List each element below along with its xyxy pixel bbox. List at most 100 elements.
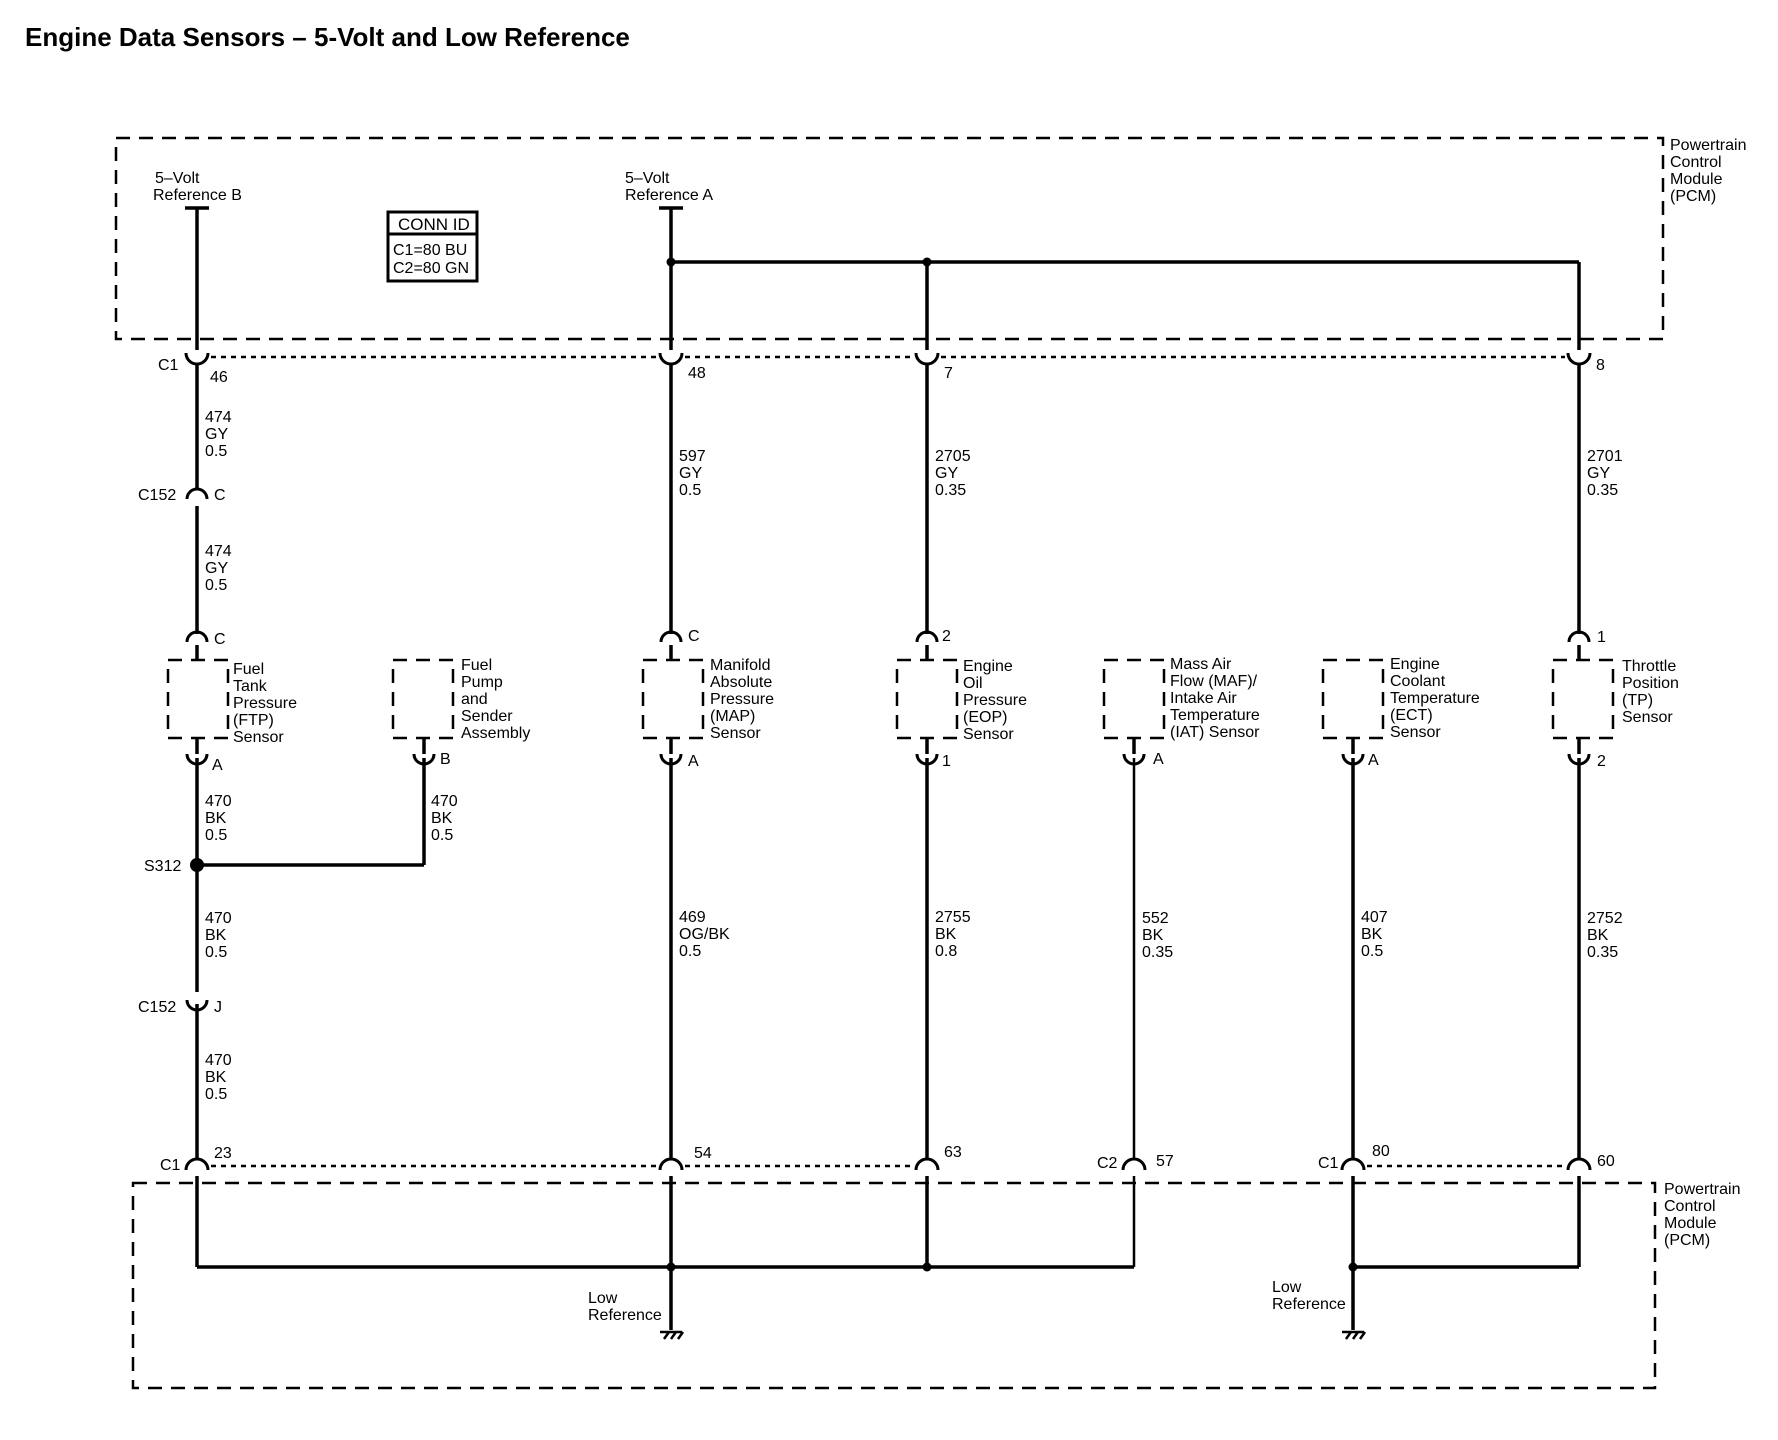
svg-text:0.5: 0.5: [679, 943, 701, 960]
low-reference-bus-left: [195, 1176, 1136, 1330]
bottom-connector-pins: [184, 1157, 1592, 1171]
svg-text:Pump: Pump: [461, 674, 503, 691]
tp-sensor-box: [1551, 658, 1615, 740]
svg-text:Powertrain: Powertrain: [1670, 137, 1746, 154]
svg-text:Engine: Engine: [963, 658, 1013, 675]
svg-text:GY: GY: [935, 465, 958, 482]
svg-text:0.5: 0.5: [205, 1086, 227, 1103]
svg-text:Pressure: Pressure: [710, 691, 774, 708]
ftp-low-spec: 470 BK 0.5: [205, 793, 232, 844]
s312-label: S312: [144, 858, 181, 875]
svg-text:0.35: 0.35: [935, 482, 966, 499]
ref-a-label: 5–Volt Reference A: [625, 170, 713, 204]
svg-text:Temperature: Temperature: [1170, 707, 1260, 724]
svg-text:5–Volt: 5–Volt: [155, 170, 200, 187]
svg-text:CONN ID: CONN ID: [398, 215, 470, 234]
bottom-pin-tp: 60: [1597, 1153, 1615, 1170]
c152-upper-label: C152: [138, 487, 176, 504]
svg-text:Absolute: Absolute: [710, 674, 772, 691]
svg-text:BK: BK: [205, 927, 227, 944]
svg-text:BK: BK: [205, 810, 227, 827]
eop-ref-spec: 2705 GY 0.35: [935, 448, 971, 499]
bottom-pin-ftp: 23: [214, 1145, 232, 1162]
svg-text:GY: GY: [205, 560, 228, 577]
svg-text:0.5: 0.5: [205, 827, 227, 844]
ground-right-symbol: [1342, 1330, 1367, 1340]
low-reference-bus-right: [1348, 1176, 1581, 1330]
svg-text:0.8: 0.8: [935, 943, 957, 960]
ect-low-spec: 407 BK 0.5: [1361, 909, 1388, 960]
tp-low-spec: 2752 BK 0.35: [1587, 910, 1623, 961]
svg-text:Coolant: Coolant: [1390, 673, 1446, 690]
map-top-pin: C: [688, 628, 700, 645]
map-sensor-label: Manifold Absolute Pressure (MAP) Sensor: [710, 657, 774, 742]
svg-text:470: 470: [431, 793, 458, 810]
svg-text:(TP): (TP): [1622, 692, 1653, 709]
svg-text:Manifold: Manifold: [710, 657, 770, 674]
c152-upper-connector: [185, 487, 209, 500]
s312-low-spec: 470 BK 0.5: [205, 910, 232, 961]
svg-text:474: 474: [205, 409, 232, 426]
svg-text:(MAP): (MAP): [710, 708, 755, 725]
svg-text:Engine: Engine: [1390, 656, 1440, 673]
svg-text:BK: BK: [431, 810, 453, 827]
svg-text:2755: 2755: [935, 909, 971, 926]
low-reference-right-label: Low Reference: [1272, 1279, 1346, 1313]
tp-ref-spec: 2701 GY 0.35: [1587, 448, 1623, 499]
c152-lower-pin: J: [214, 999, 222, 1016]
eop-bottom-pin: 1: [942, 753, 951, 770]
ect-bottom-pin: A: [1368, 752, 1379, 769]
svg-text:Low: Low: [588, 1290, 618, 1307]
svg-text:Fuel: Fuel: [233, 661, 264, 678]
svg-text:0.35: 0.35: [1142, 944, 1173, 961]
pcm-top-box: [114, 136, 1665, 341]
svg-text:(ECT): (ECT): [1390, 707, 1433, 724]
svg-text:Reference: Reference: [588, 1307, 662, 1324]
svg-text:Low: Low: [1272, 1279, 1302, 1296]
svg-text:470: 470: [205, 1052, 232, 1069]
bottom-pin-map: 54: [694, 1145, 712, 1162]
svg-text:Control: Control: [1670, 154, 1722, 171]
tp-sensor-label: Throttle Position (TP) Sensor: [1622, 658, 1679, 726]
svg-text:Sensor: Sensor: [1390, 724, 1441, 741]
svg-text:Reference A: Reference A: [625, 187, 713, 204]
top-c1-label: C1: [158, 357, 179, 374]
ftp-sensor-box: [166, 658, 230, 740]
svg-text:Temperature: Temperature: [1390, 690, 1480, 707]
svg-text:0.35: 0.35: [1587, 944, 1618, 961]
tp-top-pin-arc: [1567, 630, 1591, 643]
maf-low-spec: 552 BK 0.35: [1142, 910, 1173, 961]
svg-text:Reference: Reference: [1272, 1296, 1346, 1313]
pcm-top-label: Powertrain Control Module (PCM): [1670, 137, 1746, 205]
map-top-pin-arc: [659, 630, 683, 643]
svg-text:Flow (MAF)/: Flow (MAF)/: [1170, 673, 1258, 690]
bottom-pin-ect: 80: [1372, 1143, 1390, 1160]
svg-text:Powertrain: Powertrain: [1664, 1181, 1740, 1198]
bottom-pin-eop: 63: [944, 1144, 962, 1161]
svg-text:2705: 2705: [935, 448, 971, 465]
ftp-ref-upper-spec: 474 GY 0.5: [205, 409, 232, 460]
svg-text:Sensor: Sensor: [1622, 709, 1673, 726]
pump-low-spec: 470 BK 0.5: [431, 793, 458, 844]
svg-text:GY: GY: [679, 465, 702, 482]
c152-lower-label: C152: [138, 999, 176, 1016]
top-pin-map: 48: [688, 365, 706, 382]
page-title: Engine Data Sensors – 5-Volt and Low Ref…: [25, 22, 630, 52]
tp-top-pin: 1: [1597, 629, 1606, 646]
svg-text:OG/BK: OG/BK: [679, 926, 730, 943]
pump-sensor-box: [391, 658, 455, 740]
bottom-c2-label: C2: [1097, 1155, 1118, 1172]
svg-text:(EOP): (EOP): [963, 709, 1007, 726]
map-ref-spec: 597 GY 0.5: [679, 448, 706, 499]
eop-top-pin: 2: [942, 628, 951, 645]
eop-sensor-box: [895, 658, 959, 740]
ground-left-symbol: [660, 1330, 685, 1340]
svg-text:(FTP): (FTP): [233, 712, 274, 729]
svg-text:Pressure: Pressure: [233, 695, 297, 712]
svg-text:(IAT) Sensor: (IAT) Sensor: [1170, 724, 1260, 741]
svg-text:0.5: 0.5: [431, 827, 453, 844]
maf-bottom-pin: A: [1153, 751, 1164, 768]
c152-low-spec: 470 BK 0.5: [205, 1052, 232, 1103]
map-sensor-box: [641, 658, 705, 740]
